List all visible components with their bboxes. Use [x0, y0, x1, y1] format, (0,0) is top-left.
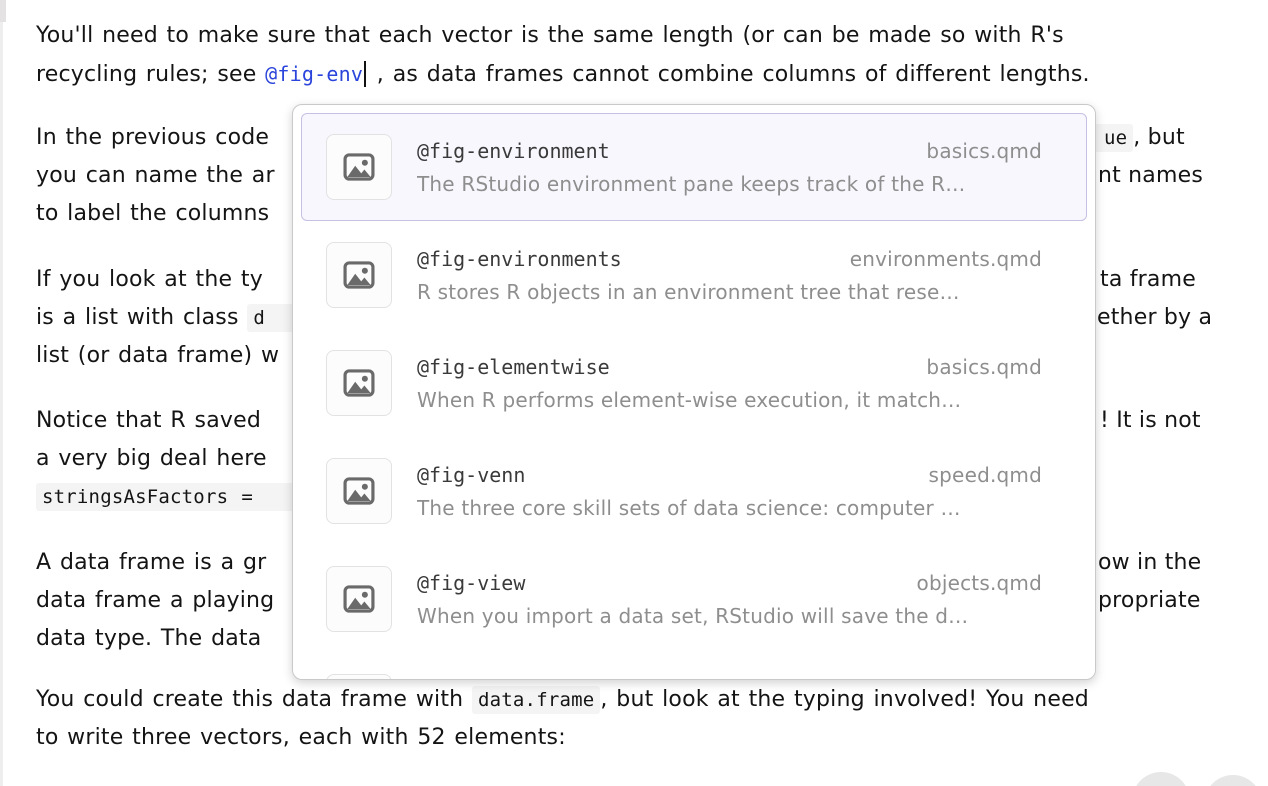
doc-line-fragment: ue, but: [1094, 119, 1185, 157]
completion-label: @fig-environments: [417, 246, 622, 271]
doc-line-fragment: ether by a: [1097, 305, 1213, 330]
doc-line-fragment: propriate: [1098, 588, 1201, 613]
doc-text: , as data frames cannot combine columns …: [368, 62, 1090, 87]
doc-line: you can name the ar: [36, 163, 275, 188]
completion-description: R stores R objects in an environment tre…: [417, 279, 960, 304]
completion-list: @fig-environment basics.qmd The RStudio …: [293, 105, 1095, 679]
completion-description: When R performs element-wise execution, …: [417, 387, 962, 412]
completion-description: The RStudio environment pane keeps track…: [417, 171, 966, 196]
crossref-token: @fig-env: [265, 62, 364, 86]
doc-text: , but: [1133, 125, 1185, 150]
doc-line: stringsAsFactors =: [36, 478, 312, 516]
code-span: stringsAsFactors =: [36, 483, 312, 511]
doc-line: a very big deal here: [36, 446, 267, 471]
code-span: data.frame: [472, 686, 601, 714]
completion-label: @fig-venn: [417, 462, 526, 487]
doc-line: You'll need to make sure that each vecto…: [36, 23, 1064, 48]
completion-file: environments.qmd: [849, 246, 1042, 271]
doc-line: data frame a playing: [36, 588, 275, 613]
doc-line-fragment: ! It is not: [1100, 408, 1201, 433]
image-icon: [326, 134, 392, 200]
window-edge: [0, 0, 3, 786]
completion-description: When you import a data set, RStudio will…: [417, 603, 969, 628]
completion-label: @fig-environment: [417, 138, 610, 163]
doc-line: If you look at the ty: [36, 267, 263, 292]
image-icon: [326, 674, 392, 679]
doc-line: to write three vectors, each with 52 ele…: [36, 725, 566, 750]
doc-line-fragment: ow in the: [1098, 550, 1202, 575]
completion-file: objects.qmd: [916, 570, 1042, 595]
completion-label: @fig-elementwise: [417, 354, 610, 379]
doc-line: data type. The data: [36, 626, 262, 651]
completion-file: basics.qmd: [926, 354, 1042, 379]
floating-nav-button[interactable]: [1132, 772, 1190, 786]
doc-text: recycling rules; see: [36, 62, 266, 87]
doc-text: , but look at the typing involved! You n…: [600, 687, 1089, 712]
doc-line: to label the columns: [36, 201, 270, 226]
completion-label: @fig-view: [417, 570, 526, 595]
doc-line: list (or data frame) w: [36, 343, 280, 368]
window-edge-corner: [0, 0, 6, 22]
code-span: d: [247, 304, 295, 332]
doc-line: recycling rules; see @fig-env , as data …: [36, 55, 1090, 94]
completion-item-fig-view[interactable]: @fig-view objects.qmd When you import a …: [301, 545, 1087, 653]
completion-item-partial[interactable]: @fig-: [301, 653, 1087, 679]
completion-file: speed.qmd: [928, 462, 1042, 487]
doc-line: A data frame is a gr: [36, 550, 267, 575]
doc-line-fragment: nt names: [1098, 163, 1204, 188]
completion-item-fig-elementwise[interactable]: @fig-elementwise basics.qmd When R perfo…: [301, 329, 1087, 437]
doc-line: You could create this data frame with da…: [36, 681, 1089, 719]
completion-item-fig-environments[interactable]: @fig-environments environments.qmd R sto…: [301, 221, 1087, 329]
doc-line: is a list with class d: [36, 299, 295, 337]
completion-file: basics.qmd: [926, 138, 1042, 163]
completion-item-fig-venn[interactable]: @fig-venn speed.qmd The three core skill…: [301, 437, 1087, 545]
image-icon: [326, 458, 392, 524]
image-icon: [326, 566, 392, 632]
crossref-completion-popup: @fig-environment basics.qmd The RStudio …: [292, 104, 1096, 680]
completion-item-fig-environment[interactable]: @fig-environment basics.qmd The RStudio …: [301, 113, 1087, 221]
doc-line: In the previous code: [36, 125, 270, 150]
completion-description: The three core skill sets of data scienc…: [417, 495, 961, 520]
floating-nav-button[interactable]: [1204, 775, 1262, 786]
doc-text: You could create this data frame with: [36, 687, 472, 712]
image-icon: [326, 350, 392, 416]
doc-line-fragment: ta frame: [1100, 267, 1196, 292]
code-span: ue: [1094, 124, 1134, 152]
doc-line: Notice that R saved: [36, 408, 261, 433]
image-icon: [326, 242, 392, 308]
text-cursor: [364, 61, 367, 87]
doc-text: is a list with class: [36, 305, 248, 330]
